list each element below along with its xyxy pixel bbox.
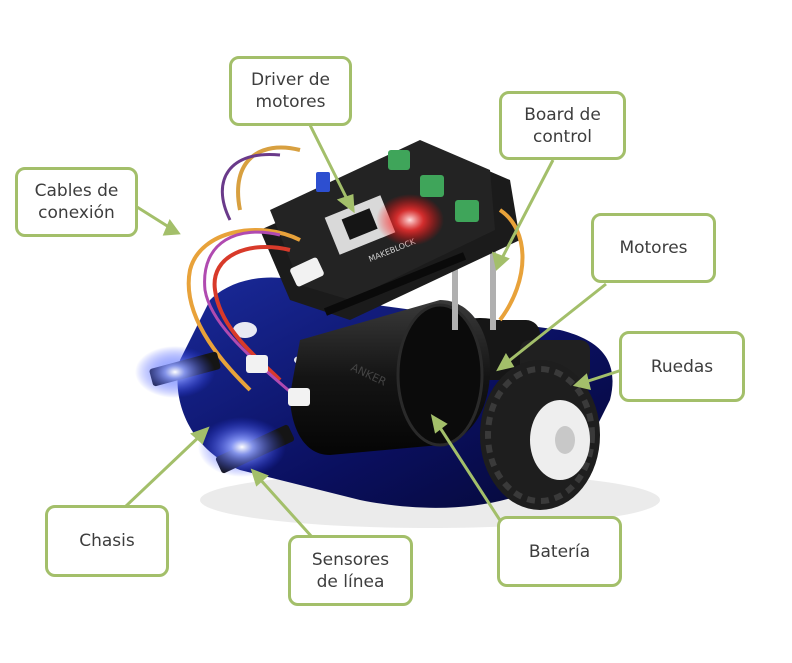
arrowhead-bateria [430,413,448,434]
jumper [316,172,330,192]
arrowhead-chasis [190,426,210,445]
leader-board [498,159,555,263]
standoff [490,250,496,330]
label-bateria: Batería [497,516,622,587]
cable-yellow [186,228,301,392]
leader-cables [136,205,173,231]
arrowhead-board [491,251,510,271]
header-pins [323,252,467,316]
tire-tread [485,366,595,504]
connector [290,257,324,287]
label-ruedas: Ruedas [619,331,745,402]
leader-driver [308,124,352,206]
arrowhead-ruedas [572,373,592,391]
arrowhead-cables [162,218,181,236]
label-chasis: Chasis [45,505,169,577]
red-led-glow [376,194,444,246]
leader-motores [504,282,607,366]
terminal-block [388,150,410,170]
leader-bateria [435,422,507,529]
cable-yellow-right [498,208,525,322]
chassis-hole [233,322,257,338]
arrowhead-driver [336,193,355,214]
leader-sensores [256,475,314,539]
label-board-control: Board de control [499,91,626,160]
label-cables-conexion: Cables de conexión [15,167,138,237]
standoff [452,240,458,330]
hub-center [555,426,575,454]
arrowhead-sensores [250,468,269,487]
battery-end [396,303,484,447]
sensor-glow [135,346,215,398]
wheel [480,360,600,510]
driver-chip-core [341,208,378,240]
label-driver-motores: Driver de motores [229,56,352,126]
connector [288,388,310,406]
sensor-glow [198,417,286,477]
label-sensores-linea: Sensores de línea [288,535,413,606]
cable-top [220,152,281,221]
leader-lines [123,124,623,539]
label-motores: Motores [591,213,716,283]
connector [246,355,268,373]
terminal-block [420,175,444,197]
arrowhead-motores [496,352,515,372]
terminal-block [455,200,479,222]
leader-chasis [123,432,204,509]
